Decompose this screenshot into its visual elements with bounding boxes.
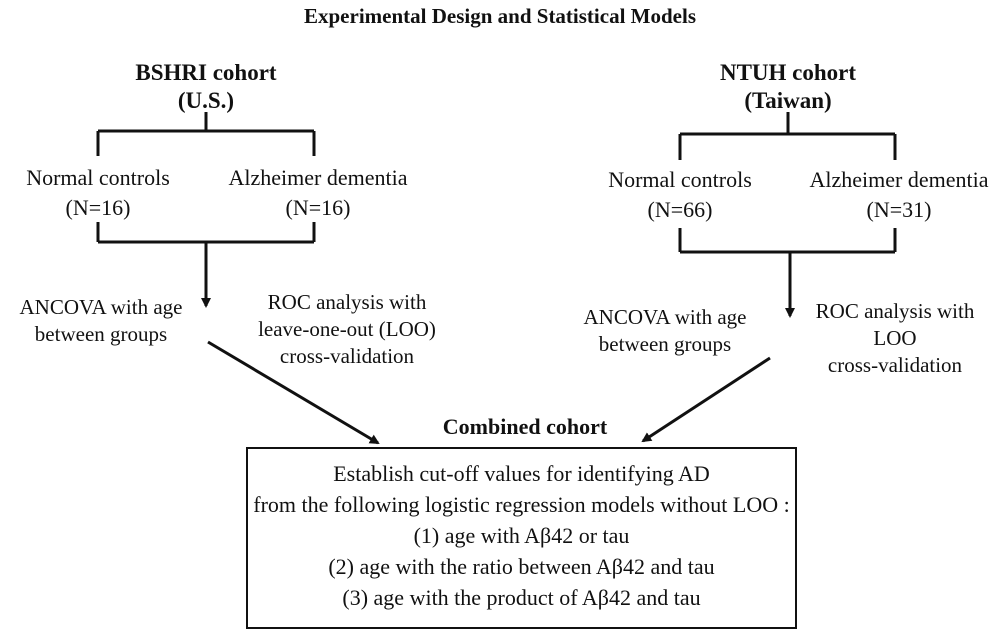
left-normal-controls-n: (N=16)	[65, 195, 131, 220]
combined-line-4: (2) age with the ratio between Aβ42 and …	[328, 554, 715, 579]
right-normal-controls-n: (N=66)	[647, 197, 713, 222]
combined-line-5: (3) age with the product of Aβ42 and tau	[342, 585, 701, 610]
combined-line-3: (1) age with Aβ42 or tau	[413, 523, 630, 548]
diagram-title: Experimental Design and Statistical Mode…	[304, 4, 696, 28]
right-roc-line2: LOO	[873, 326, 917, 350]
left-roc-line1: ROC analysis with	[267, 290, 427, 314]
left-roc-line3: cross-validation	[279, 344, 415, 368]
right-roc-line1: ROC analysis with	[815, 299, 975, 323]
right-alzheimer-label: Alzheimer dementia	[809, 167, 989, 192]
left-cohort-name: BSHRI cohort	[135, 60, 277, 85]
left-normal-controls-label: Normal controls	[26, 165, 170, 190]
right-normal-controls-label: Normal controls	[608, 167, 752, 192]
combined-line-2: from the following logistic regression m…	[253, 492, 790, 517]
left-alzheimer-n: (N=16)	[285, 195, 351, 220]
right-alzheimer-n: (N=31)	[866, 197, 932, 222]
combined-cohort-label: Combined cohort	[442, 414, 608, 439]
left-roc-line2: leave-one-out (LOO)	[258, 317, 436, 341]
right-cohort-location: (Taiwan)	[744, 88, 832, 113]
left-cohort-location: (U.S.)	[177, 88, 235, 113]
left-ancova-line2: between groups	[34, 322, 168, 346]
right-roc-line3: cross-validation	[827, 353, 963, 377]
right-diagonal-arrow	[641, 356, 771, 443]
left-alzheimer-label: Alzheimer dementia	[228, 165, 408, 190]
left-ancova-line1: ANCOVA with age	[19, 295, 183, 319]
right-cohort-name: NTUH cohort	[719, 60, 857, 85]
right-ancova-line2: between groups	[598, 332, 732, 356]
right-ancova-line1: ANCOVA with age	[583, 305, 747, 329]
combined-line-1: Establish cut-off values for identifying…	[333, 461, 710, 486]
combined-models-box	[246, 447, 797, 629]
left-diagonal-arrow	[207, 340, 380, 445]
